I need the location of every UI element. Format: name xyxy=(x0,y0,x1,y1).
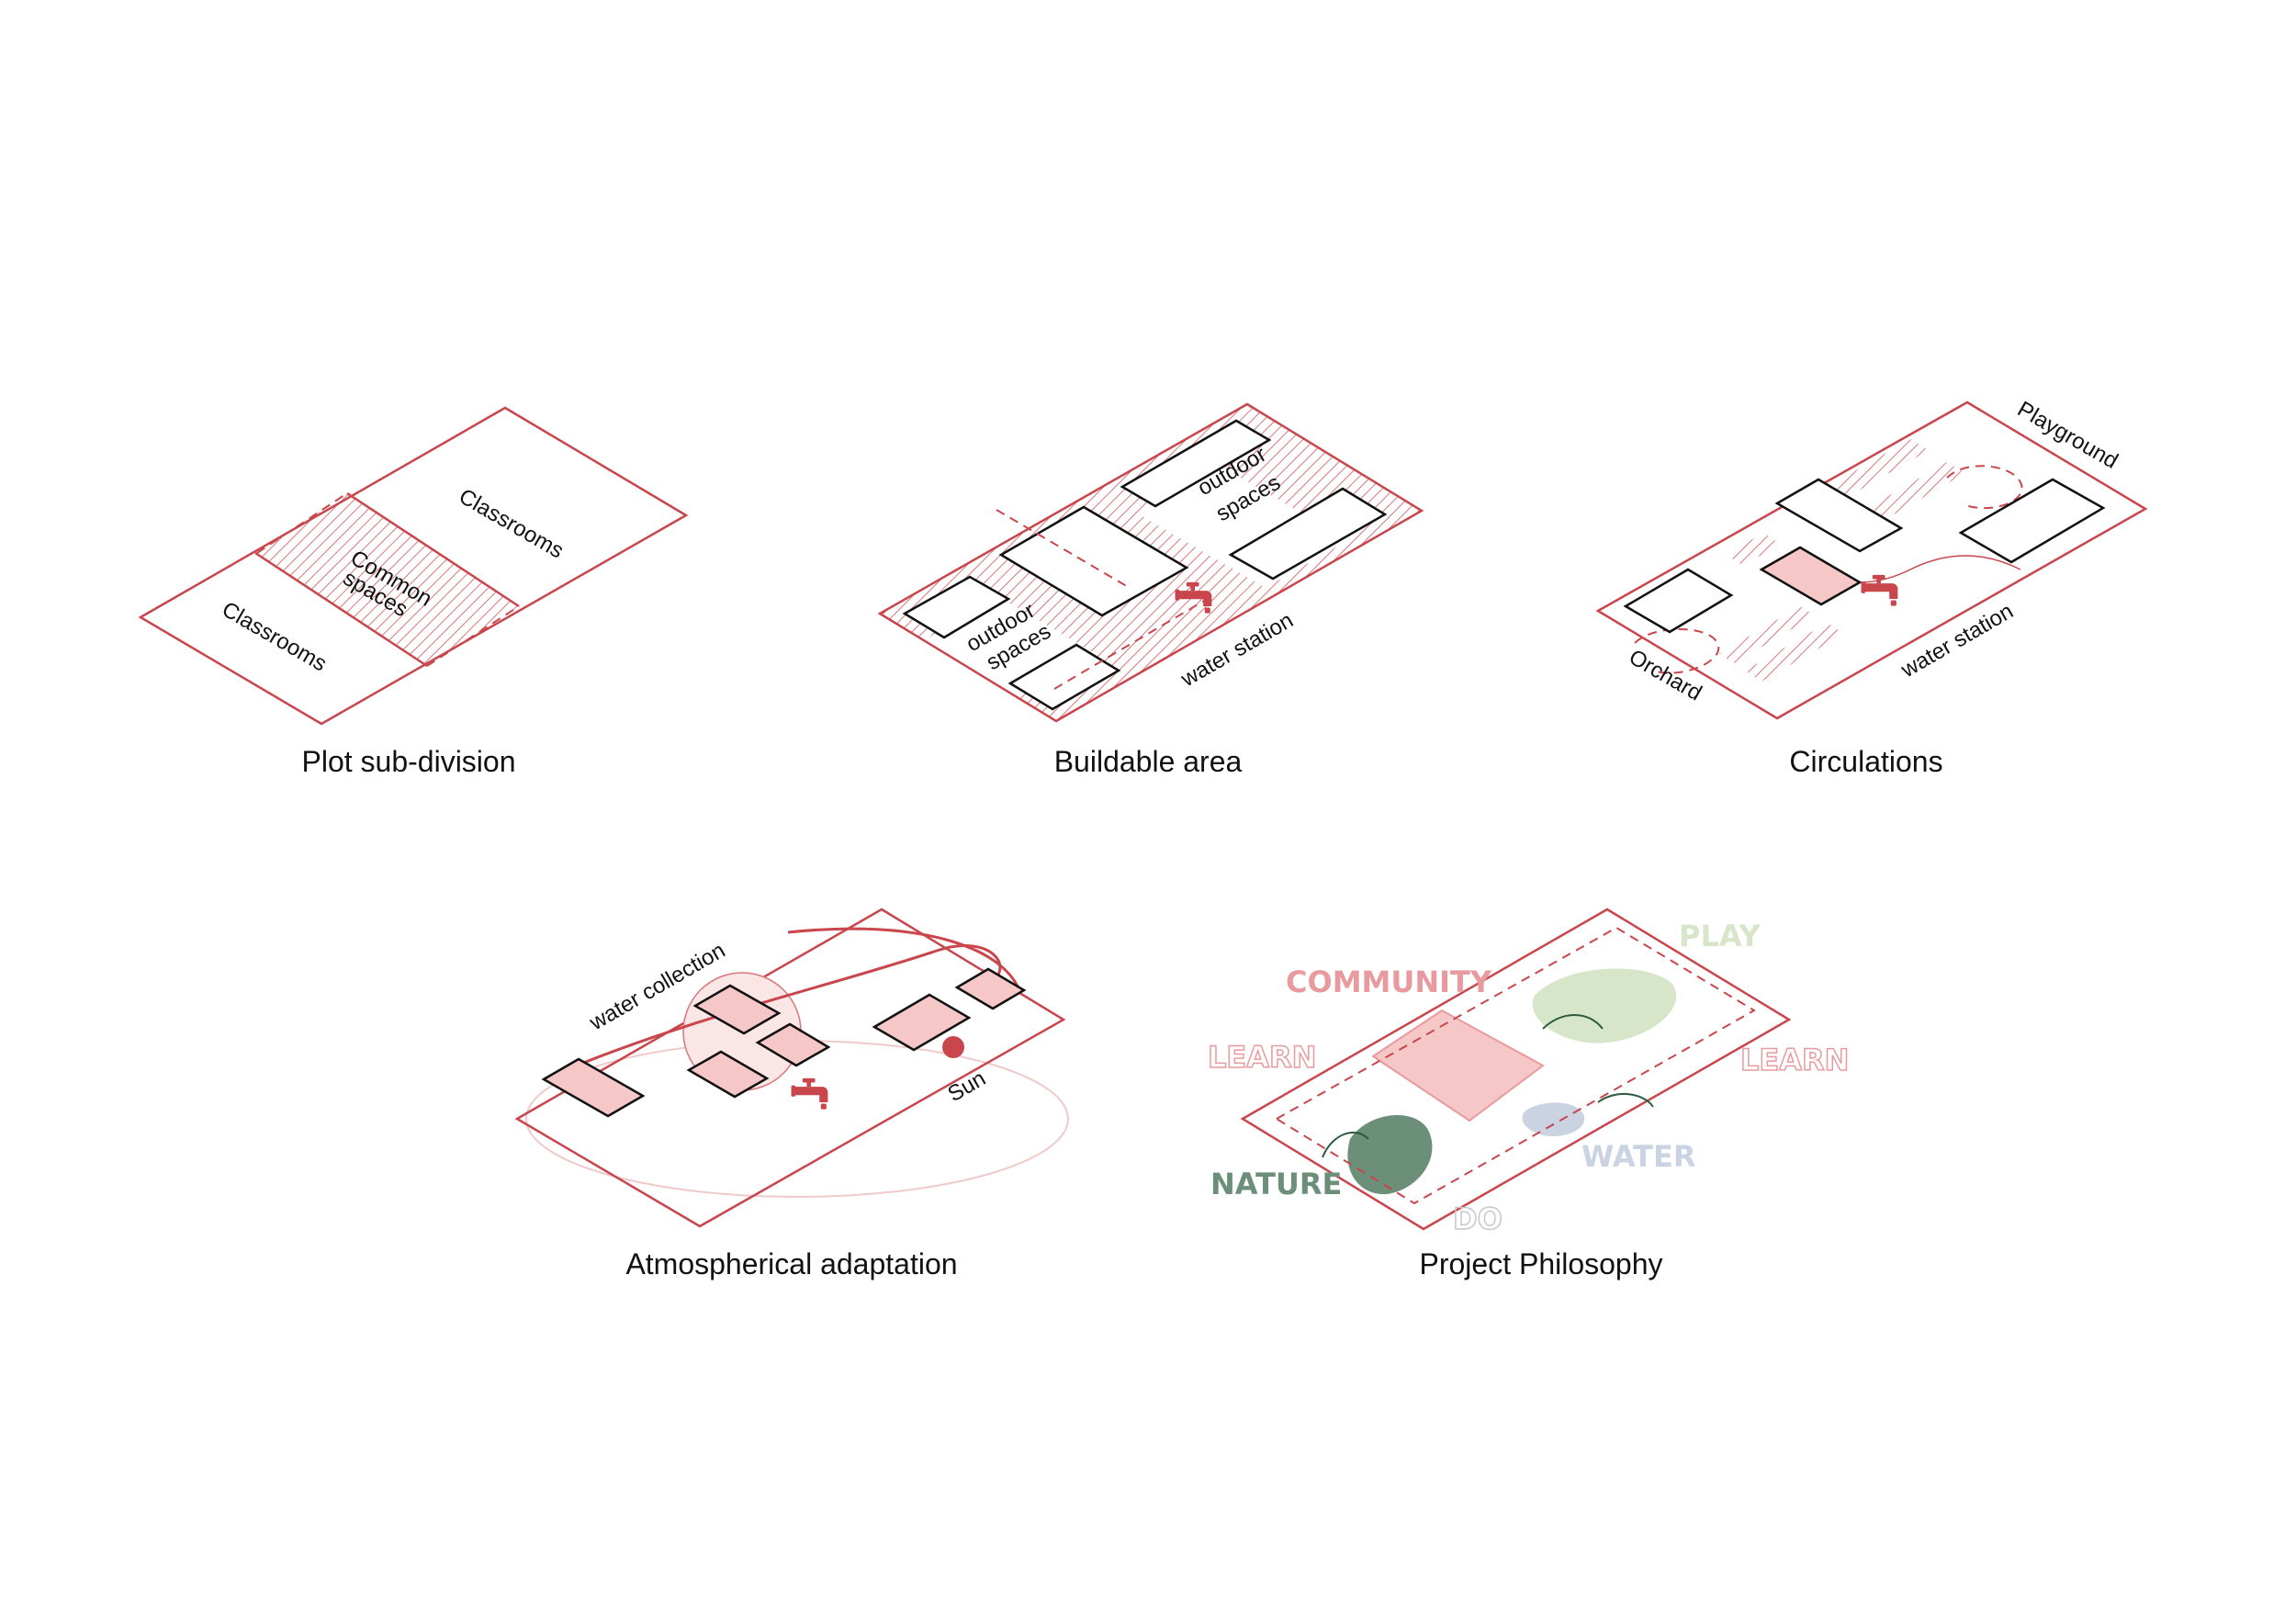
sun-path xyxy=(557,944,1002,1075)
plot-outline xyxy=(138,406,689,726)
label-learn-left: LEARN xyxy=(1208,1040,1316,1075)
hatched-strip xyxy=(1727,533,1780,566)
roof-module xyxy=(755,1022,831,1067)
roof-module xyxy=(692,984,782,1035)
circulations-diagram: Playground Orchard water station Circula… xyxy=(1595,397,2148,778)
flow-arrow xyxy=(1542,1014,1604,1030)
building-block xyxy=(1958,478,2106,564)
water-tap-icon xyxy=(791,1077,828,1110)
label-learn-right: LEARN xyxy=(1740,1043,1849,1077)
sun-icon xyxy=(942,1036,964,1058)
building-block xyxy=(902,575,1011,639)
caption-plot-subdivision: Plot sub-division xyxy=(302,745,516,778)
plot-outline xyxy=(877,402,1424,723)
hatched-strip xyxy=(1719,606,1815,663)
building-block xyxy=(1228,487,1388,581)
label-classrooms-bottom: Classrooms xyxy=(218,597,331,677)
sun-path-arc xyxy=(787,927,1021,991)
hatched-strip xyxy=(1745,623,1844,682)
caption-atmospherical-adaptation: Atmospherical adaptation xyxy=(625,1247,957,1280)
zone-edge xyxy=(254,551,428,668)
zone-divider xyxy=(426,605,520,667)
label-do: DO xyxy=(1453,1201,1503,1236)
zone-divider xyxy=(256,492,348,554)
label-community: COMMUNITY xyxy=(1286,964,1492,999)
hatched-strip xyxy=(1864,462,1965,521)
label-nature: NATURE xyxy=(1210,1167,1342,1201)
label-classrooms-top: Classrooms xyxy=(455,484,568,564)
caption-circulations: Circulations xyxy=(1789,745,1942,778)
circulation-loop xyxy=(1946,465,2023,510)
roof-module xyxy=(872,993,972,1052)
building-block-highlighted xyxy=(1759,546,1863,606)
atmospheric-adaptation-diagram: water collection Sun Atmospherical adapt… xyxy=(514,908,1069,1280)
circulation-loop xyxy=(1634,628,1720,674)
plot-outline xyxy=(1240,908,1792,1231)
building-block xyxy=(998,505,1189,617)
axis-line xyxy=(996,509,1131,589)
water-zone xyxy=(1522,1102,1585,1137)
building-block xyxy=(1774,478,1904,553)
plot-outline xyxy=(514,908,1066,1228)
project-philosophy-diagram: COMMUNITY PLAY LEARN LEARN NATURE WATER … xyxy=(1207,908,1850,1280)
buildable-area-diagram: outdoor spaces outdoor spaces water stat… xyxy=(877,402,1424,778)
roof-module xyxy=(954,967,1027,1010)
roof-module xyxy=(541,1057,646,1118)
community-zone xyxy=(1371,1009,1545,1122)
flow-arrow xyxy=(1322,1131,1369,1158)
nature-zone xyxy=(1347,1114,1433,1195)
label-play: PLAY xyxy=(1679,919,1761,953)
plot-subdivision-diagram: Classrooms Common spaces Classrooms Plot… xyxy=(138,406,689,778)
caption-buildable-area: Buildable area xyxy=(1054,745,1243,778)
hatched-strip xyxy=(1828,439,1929,498)
flow-arrow xyxy=(1597,1092,1654,1108)
label-water: WATER xyxy=(1581,1139,1695,1174)
plot-outline xyxy=(1595,400,2148,720)
building-block xyxy=(1007,643,1121,711)
building-block xyxy=(1623,568,1734,634)
zone-edge xyxy=(346,491,520,608)
label-sun: Sun xyxy=(944,1066,990,1107)
building-block xyxy=(1120,419,1272,508)
play-zone xyxy=(1532,968,1677,1043)
roof-module xyxy=(686,1050,770,1099)
philosophy-dashed-outline xyxy=(1275,926,1756,1205)
common-spaces-zone xyxy=(257,493,519,666)
label-orchard: Orchard xyxy=(1625,645,1706,706)
caption-project-philosophy: Project Philosophy xyxy=(1419,1247,1662,1280)
water-tap-icon xyxy=(1861,574,1898,606)
